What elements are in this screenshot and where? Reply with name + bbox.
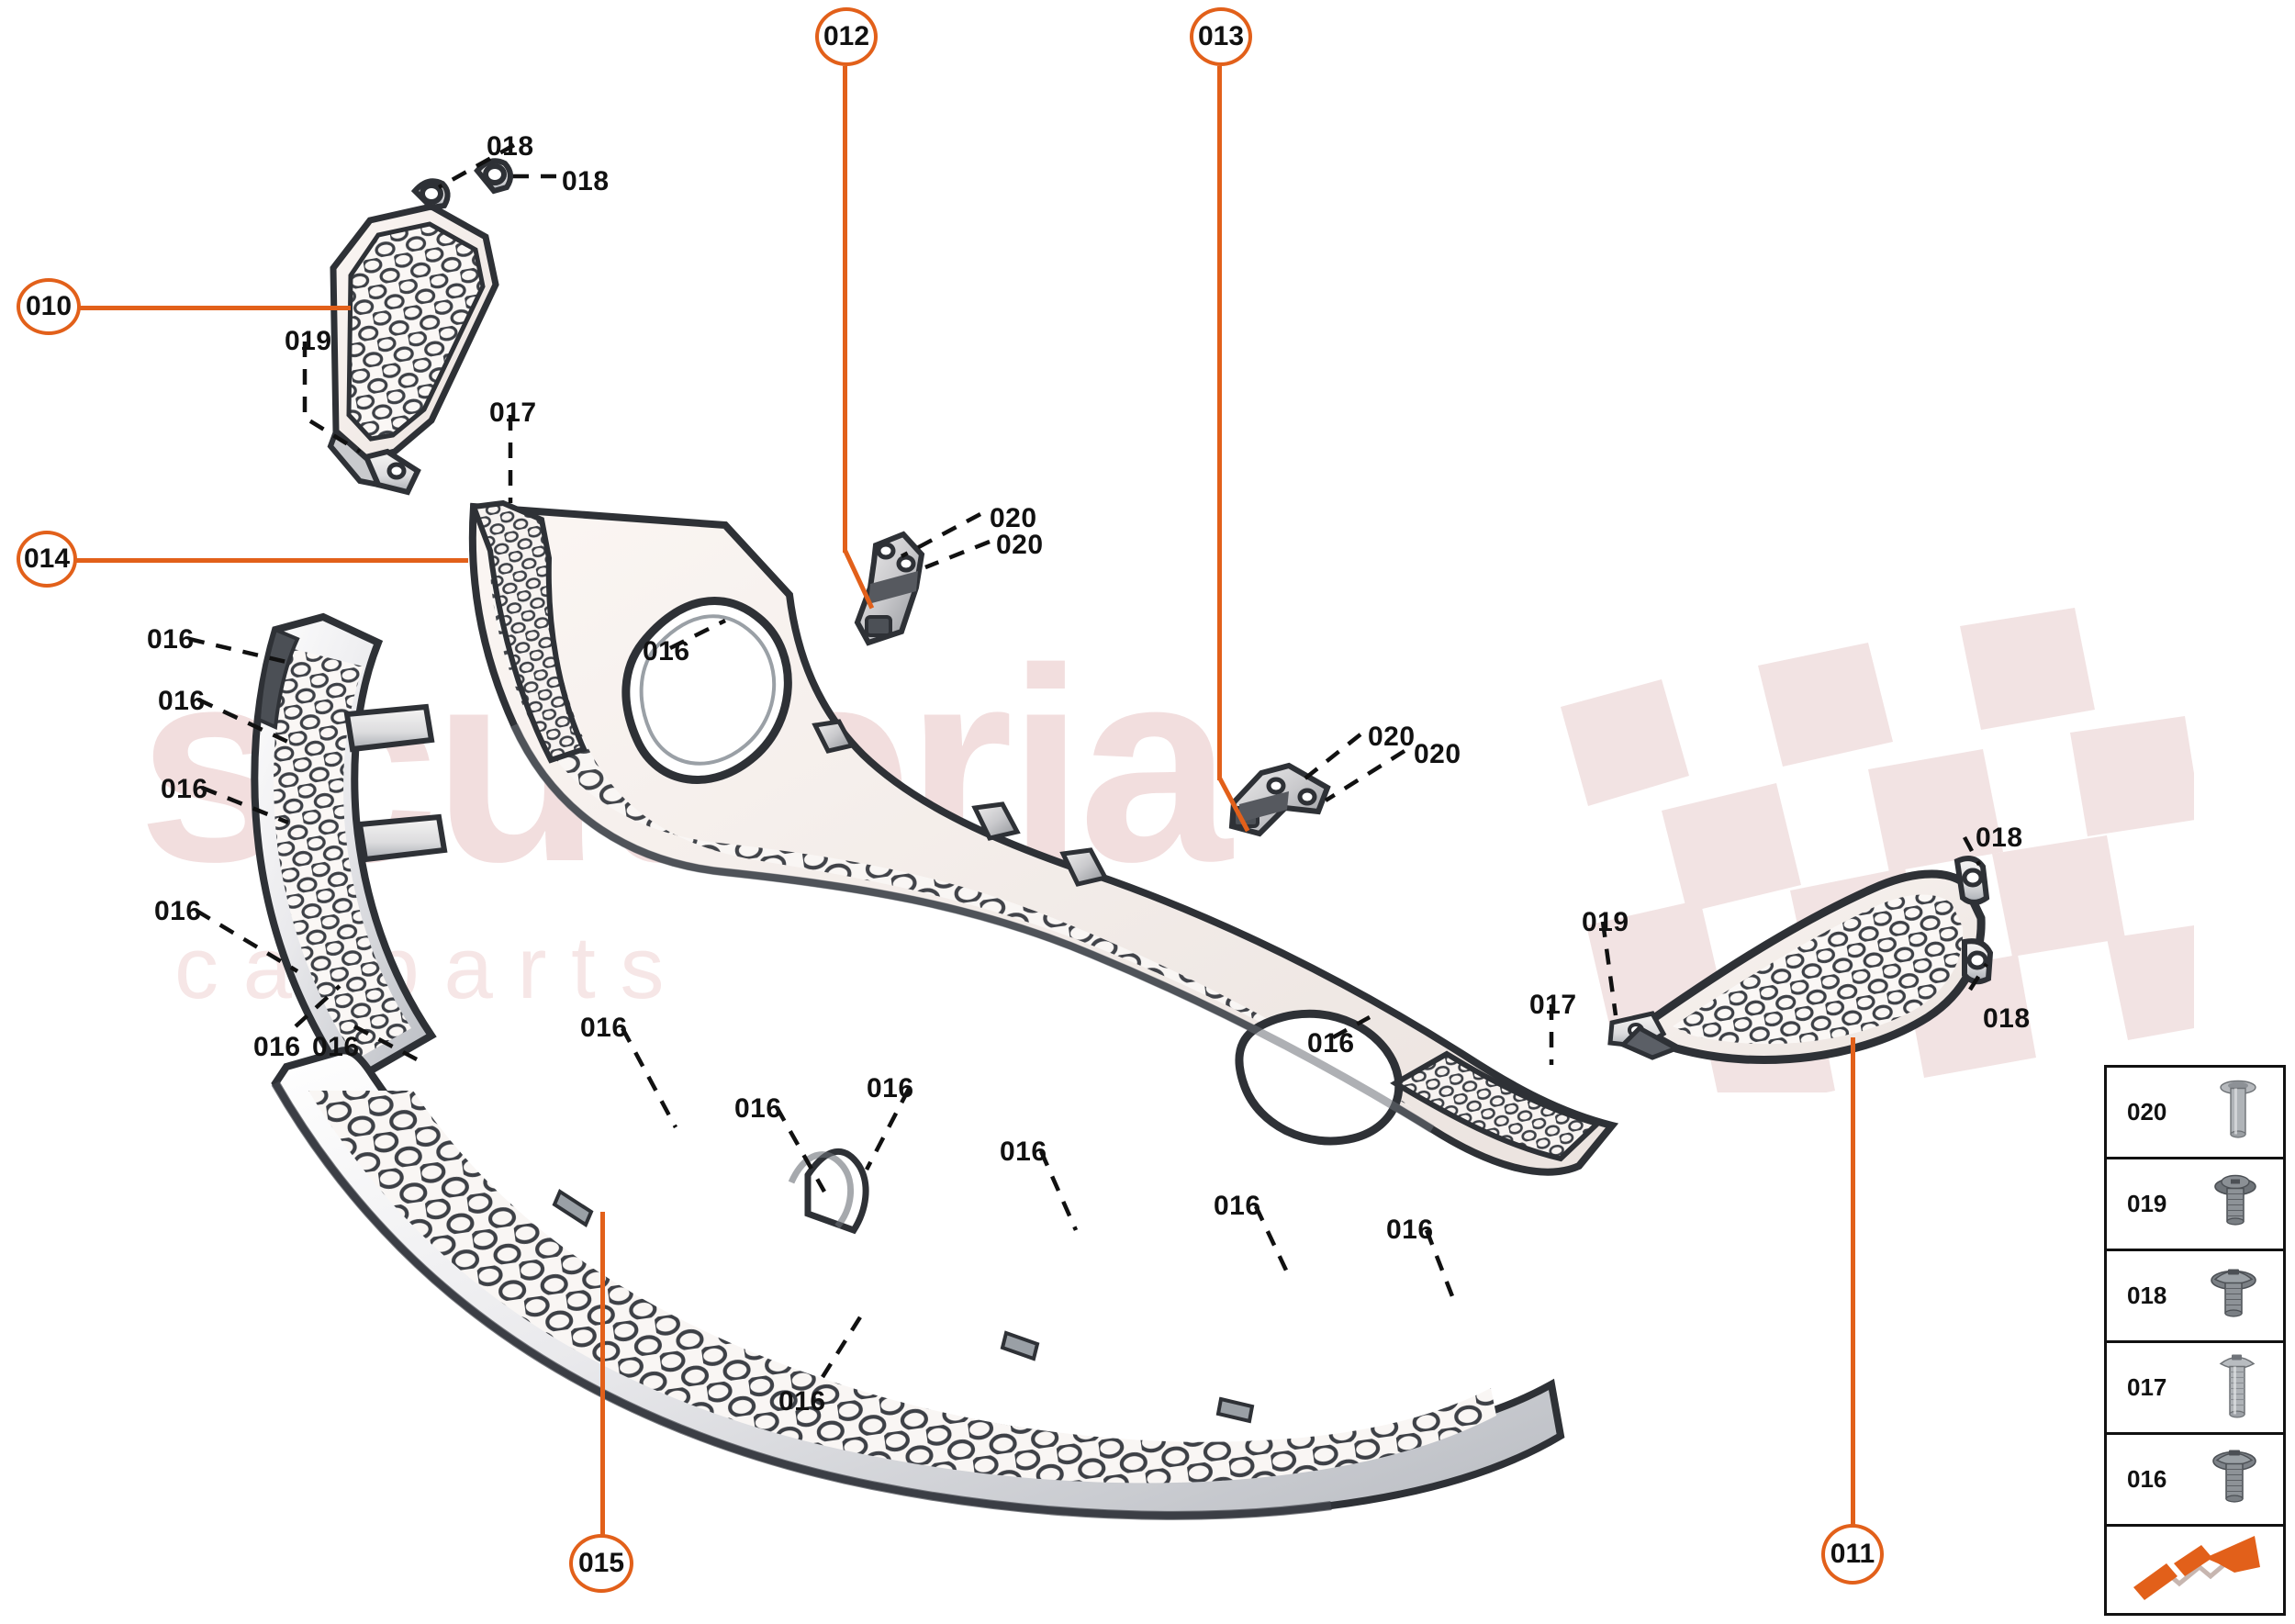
bolt-flange-head-icon: [2210, 1443, 2259, 1516]
part-label-016-n: 016: [1386, 1215, 1434, 1245]
callout-015[interactable]: 015: [569, 1534, 633, 1593]
leader-line-012-vertical: [843, 66, 847, 553]
callout-014-label: 014: [23, 543, 71, 574]
legend-number-019: 019: [2127, 1190, 2167, 1217]
part-010-left-upper-grille: [327, 158, 513, 496]
part-label-016-k: 016: [867, 1073, 914, 1103]
orange-arrow-logo-icon: [2126, 1535, 2264, 1610]
callout-013[interactable]: 013: [1190, 7, 1252, 66]
legend-number-016: 016: [2127, 1465, 2167, 1493]
part-label-020-d: 020: [1414, 739, 1461, 769]
leader-line-010: [75, 306, 351, 310]
bolt-flat-head-long-icon: [2217, 1076, 2259, 1148]
part-label-016-l: 016: [1000, 1137, 1047, 1167]
callout-015-label: 015: [577, 1548, 625, 1578]
part-label-018-d: 018: [1983, 1003, 2031, 1034]
callout-012-label: 012: [823, 21, 870, 51]
part-label-020-a: 020: [990, 503, 1037, 533]
part-label-019-a: 019: [285, 326, 332, 356]
part-011-right-lower-grille: [1607, 856, 1994, 1065]
legend-number-020: 020: [2127, 1098, 2167, 1126]
leader-line-015: [600, 1212, 605, 1538]
fastener-legend: 020 019: [2104, 1065, 2286, 1616]
bolt-button-head-icon: [2208, 1261, 2259, 1330]
legend-row-018[interactable]: 018: [2107, 1251, 2283, 1343]
callout-011[interactable]: 011: [1821, 1524, 1884, 1585]
part-label-018-a: 018: [487, 131, 534, 162]
callout-011-label: 011: [1830, 1539, 1875, 1569]
part-label-018-b: 018: [562, 166, 610, 196]
part-label-016-c: 016: [643, 636, 690, 666]
callout-013-label: 013: [1197, 21, 1245, 51]
legend-number-017: 017: [2127, 1373, 2167, 1401]
part-label-016-b: 016: [158, 686, 206, 716]
part-015-lower-grille: [271, 1047, 1565, 1520]
legend-row-017[interactable]: 017: [2107, 1343, 2283, 1435]
part-012-bracket: [854, 531, 925, 646]
part-label-016-j: 016: [734, 1093, 782, 1124]
part-013-bracket: [1228, 762, 1331, 837]
bolt-pan-head-long-icon: [2215, 1349, 2259, 1427]
part-label-016-i: 016: [1307, 1028, 1355, 1058]
legend-number-018: 018: [2127, 1282, 2167, 1309]
part-label-016-f: 016: [253, 1032, 301, 1062]
part-label-017-b: 017: [1529, 990, 1577, 1020]
part-label-017-a: 017: [489, 398, 537, 428]
part-label-020-c: 020: [1368, 722, 1416, 752]
part-label-016-h: 016: [580, 1013, 628, 1043]
legend-row-019[interactable]: 019: [2107, 1159, 2283, 1251]
callout-014[interactable]: 014: [17, 531, 77, 588]
part-014-main-upper-grille: [468, 499, 1619, 1176]
callout-010[interactable]: 010: [17, 278, 81, 335]
part-label-018-c: 018: [1976, 823, 2023, 853]
legend-row-logo[interactable]: [2107, 1527, 2283, 1618]
leader-line-011: [1851, 1037, 1855, 1528]
leader-line-014: [75, 558, 468, 563]
callout-012[interactable]: 012: [815, 7, 878, 66]
legend-row-020[interactable]: 020: [2107, 1068, 2283, 1159]
callout-010-label: 010: [25, 291, 73, 321]
part-label-020-b: 020: [996, 530, 1044, 560]
legend-row-016[interactable]: 016: [2107, 1435, 2283, 1527]
part-left-vertical-grille: [251, 612, 448, 1089]
leader-line-013-vertical: [1217, 66, 1222, 780]
bolt-flange-head-short-icon: [2211, 1171, 2259, 1237]
part-label-016-m: 016: [1214, 1191, 1261, 1221]
part-label-019-b: 019: [1582, 907, 1629, 937]
part-label-016-o: 016: [778, 1386, 826, 1417]
part-label-016-g: 016: [312, 1032, 360, 1062]
part-label-016-d: 016: [161, 774, 208, 804]
part-label-016-a: 016: [147, 624, 195, 655]
part-label-016-e: 016: [154, 896, 202, 926]
